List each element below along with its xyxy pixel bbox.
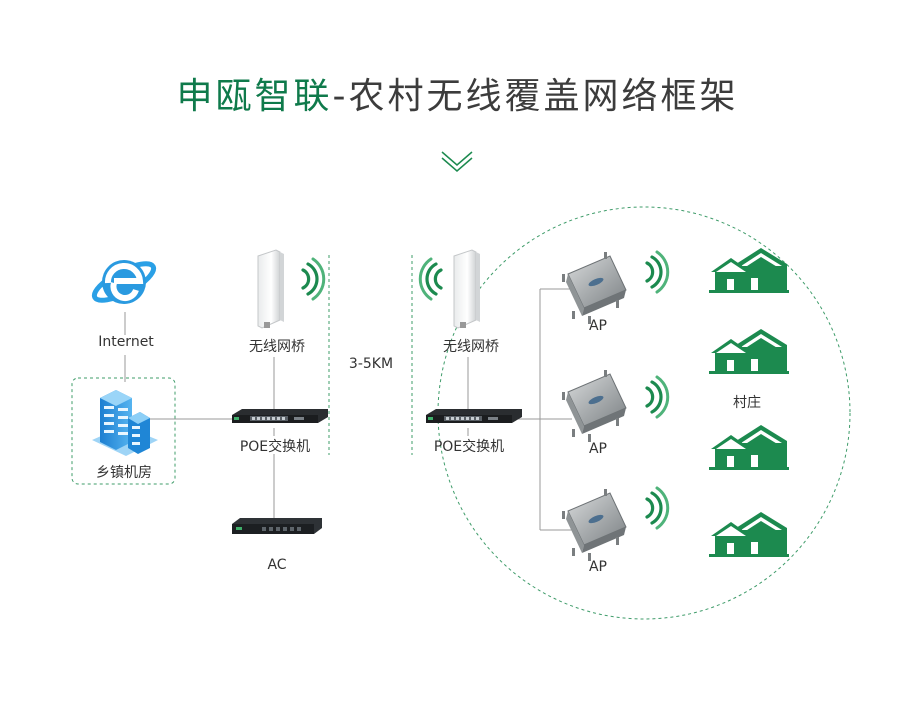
ap-label-3: AP (588, 559, 608, 575)
house-icon (709, 512, 789, 557)
wifi-signal-icon (301, 257, 326, 301)
bridge-right-label: 无线网桥 (443, 339, 499, 355)
outdoor-ap-icon-3 (561, 488, 627, 562)
house-icon (709, 425, 789, 470)
ac-controller-icon (232, 518, 322, 534)
ap-label-2: AP (588, 441, 608, 457)
title-rest: -农村无线覆盖网络框架 (332, 76, 739, 117)
page-title: 申瓯智联-农村无线覆盖网络框架 (0, 72, 915, 122)
house-icon (709, 329, 789, 374)
ac-label: AC (267, 557, 287, 573)
wifi-signal-icon (645, 250, 670, 294)
poe-left-label: POE交换机 (239, 439, 311, 455)
machine-room-box (71, 377, 176, 485)
chevron-down-icon (441, 151, 473, 172)
ie-browser-icon (91, 260, 157, 304)
connection-lines (124, 288, 572, 531)
wireless-bridge-icon-left (257, 249, 285, 329)
village-label: 村庄 (733, 395, 761, 411)
house-icon (709, 248, 789, 293)
distance-label: 3-5KM (348, 356, 394, 372)
wireless-bridge-icon-right (453, 249, 481, 329)
machine-room-label: 乡镇机房 (96, 465, 152, 481)
wifi-signal-icon (645, 375, 670, 419)
title-brand: 申瓯智联 (176, 76, 333, 117)
wifi-signal-icon (418, 257, 443, 301)
coverage-area-circle (437, 206, 851, 620)
bridge-left-label: 无线网桥 (249, 339, 305, 355)
outdoor-ap-icon-1 (561, 251, 627, 325)
internet-label: Internet (98, 334, 154, 350)
poe-switch-icon-right (426, 409, 522, 423)
outdoor-ap-icon-2 (561, 369, 627, 443)
wifi-signal-icon (645, 486, 670, 530)
poe-right-label: POE交换机 (433, 439, 505, 455)
ap-label-1: AP (588, 318, 608, 334)
server-building-icon (92, 390, 158, 456)
poe-switch-icon-left (232, 409, 328, 423)
